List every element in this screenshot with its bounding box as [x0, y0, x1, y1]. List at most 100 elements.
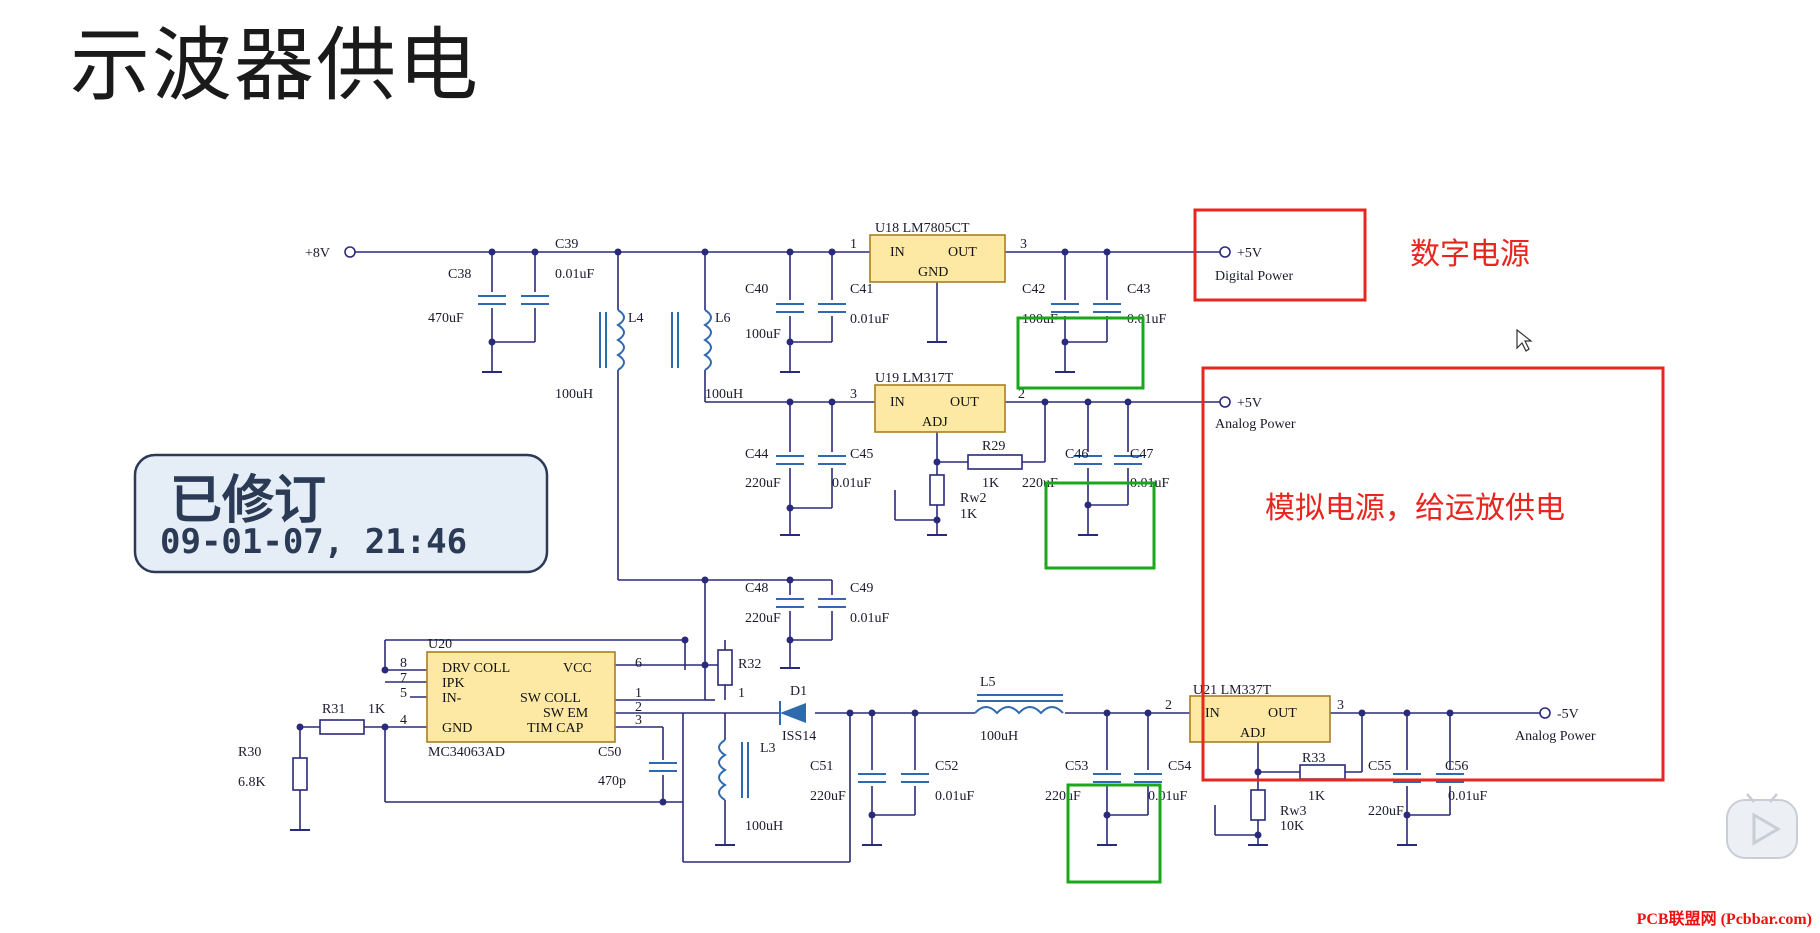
value-c46: 220uF [1022, 476, 1058, 491]
u19-pin3: 3 [850, 387, 857, 402]
inductors [599, 309, 1064, 801]
u21-out: OUT [1268, 706, 1297, 721]
u19-out: OUT [950, 395, 979, 410]
label-u18: U18 LM7805CT [875, 221, 970, 236]
label-u21: U21 LM337T [1193, 683, 1272, 698]
value-rw2: 1K [960, 507, 977, 522]
value-c54: 0.01uF [1148, 789, 1188, 804]
watermark-text: PCB联盟网 (Pcbbar.com) [1636, 911, 1812, 928]
green-box-c42 [1016, 316, 1145, 390]
u19-pin2: 2 [1018, 387, 1025, 402]
note-analog-power: 模拟电源，给运放供电 [1265, 491, 1565, 526]
value-l3: 100uH [745, 819, 783, 834]
value-l5: 100uH [980, 729, 1018, 744]
value-c56: 0.01uF [1448, 789, 1488, 804]
label-input-8v: +8V [305, 246, 330, 261]
value-c55: 220uF [1368, 804, 1404, 819]
u20-pin8: 8 [400, 656, 407, 671]
label-c47: C47 [1130, 447, 1153, 462]
stamp-date: 09-01-07, 21:46 [160, 522, 467, 562]
u18-gnd: GND [918, 265, 948, 280]
red-box-analog [1201, 366, 1665, 782]
u21-in: IN [1205, 706, 1220, 721]
u21-pin3: 3 [1337, 698, 1344, 713]
u20-inm: IN- [442, 691, 462, 706]
value-c48: 220uF [745, 611, 781, 626]
u20-timcap: TIM CAP [527, 721, 584, 736]
component-labels: +8V +5V Digital Power +5V Analog Power -… [238, 221, 1596, 834]
annotation-boxes [1016, 208, 1665, 884]
label-c42: C42 [1022, 282, 1045, 297]
value-c52: 0.01uF [935, 789, 975, 804]
label-u20: U20 [428, 637, 452, 652]
value-l6: 100uH [705, 387, 743, 402]
label-rw3: Rw3 [1280, 804, 1306, 819]
label-c45: C45 [850, 447, 873, 462]
value-d1: ISS14 [782, 729, 816, 744]
terminals [344, 246, 1551, 719]
label-out-neg: -5V [1557, 707, 1579, 722]
red-box-digital [1193, 208, 1367, 302]
label-d1: D1 [790, 684, 807, 699]
u20-pin2: 2 [635, 700, 642, 715]
value-r32: 1 [738, 686, 745, 701]
u20-pin1: 1 [635, 686, 642, 701]
u18-pin3: 3 [1020, 237, 1027, 252]
label-c39: C39 [555, 237, 578, 252]
junctions [296, 248, 1454, 839]
value-l4: 100uH [555, 387, 593, 402]
label-c56: C56 [1445, 759, 1468, 774]
green-box-c53 [1066, 783, 1162, 884]
u20-swcoll: SW COLL [520, 691, 581, 706]
label-c50: C50 [598, 745, 621, 760]
label-c43: C43 [1127, 282, 1150, 297]
u20-pin3: 3 [635, 713, 642, 728]
label-c44: C44 [745, 447, 768, 462]
u20-pin5: 5 [400, 686, 407, 701]
label-c54: C54 [1168, 759, 1191, 774]
page-title: 示波器供电 [70, 19, 480, 112]
mouse-cursor-icon [1516, 328, 1533, 352]
u18-in: IN [890, 245, 905, 260]
value-c39: 0.01uF [555, 267, 595, 282]
label-analog-power-neg: Analog Power [1515, 729, 1596, 744]
value-c51: 220uF [810, 789, 846, 804]
label-c40: C40 [745, 282, 768, 297]
label-r31: R31 [322, 702, 345, 717]
stamp-title: 已修订 [170, 471, 326, 531]
play-button-icon[interactable] [1726, 793, 1798, 859]
u20-swem: SW EM [543, 706, 589, 721]
u20-vcc: VCC [563, 661, 592, 676]
u19-adj: ADJ [922, 415, 948, 430]
label-c38: C38 [448, 267, 471, 282]
label-u20-part: MC34063AD [428, 745, 505, 760]
resistors [292, 454, 1346, 821]
value-r29: 1K [982, 476, 999, 491]
label-r33: R33 [1302, 751, 1325, 766]
value-r30: 6.8K [238, 775, 266, 790]
u20-ipk: IPK [442, 676, 465, 691]
label-l4: L4 [628, 311, 644, 326]
u20-gnd: GND [442, 721, 472, 736]
label-c53: C53 [1065, 759, 1088, 774]
value-c50: 470p [598, 774, 626, 789]
value-c49: 0.01uF [850, 611, 890, 626]
value-c43: 0.01uF [1127, 312, 1167, 327]
value-c40: 100uF [745, 327, 781, 342]
label-r29: R29 [982, 439, 1005, 454]
label-r30: R30 [238, 745, 261, 760]
label-analog-power: Analog Power [1215, 417, 1296, 432]
value-c53: 220uF [1045, 789, 1081, 804]
label-l6: L6 [715, 311, 731, 326]
value-rw3: 10K [1280, 819, 1304, 834]
value-c45: 0.01uF [832, 476, 872, 491]
label-c52: C52 [935, 759, 958, 774]
label-u19: U19 LM317T [875, 371, 954, 386]
label-out-digital: +5V [1237, 246, 1262, 261]
value-r31: 1K [368, 702, 385, 717]
ground-symbols [290, 341, 1417, 846]
u19-in: IN [890, 395, 905, 410]
u20-pin6: 6 [635, 656, 642, 671]
value-c41: 0.01uF [850, 312, 890, 327]
